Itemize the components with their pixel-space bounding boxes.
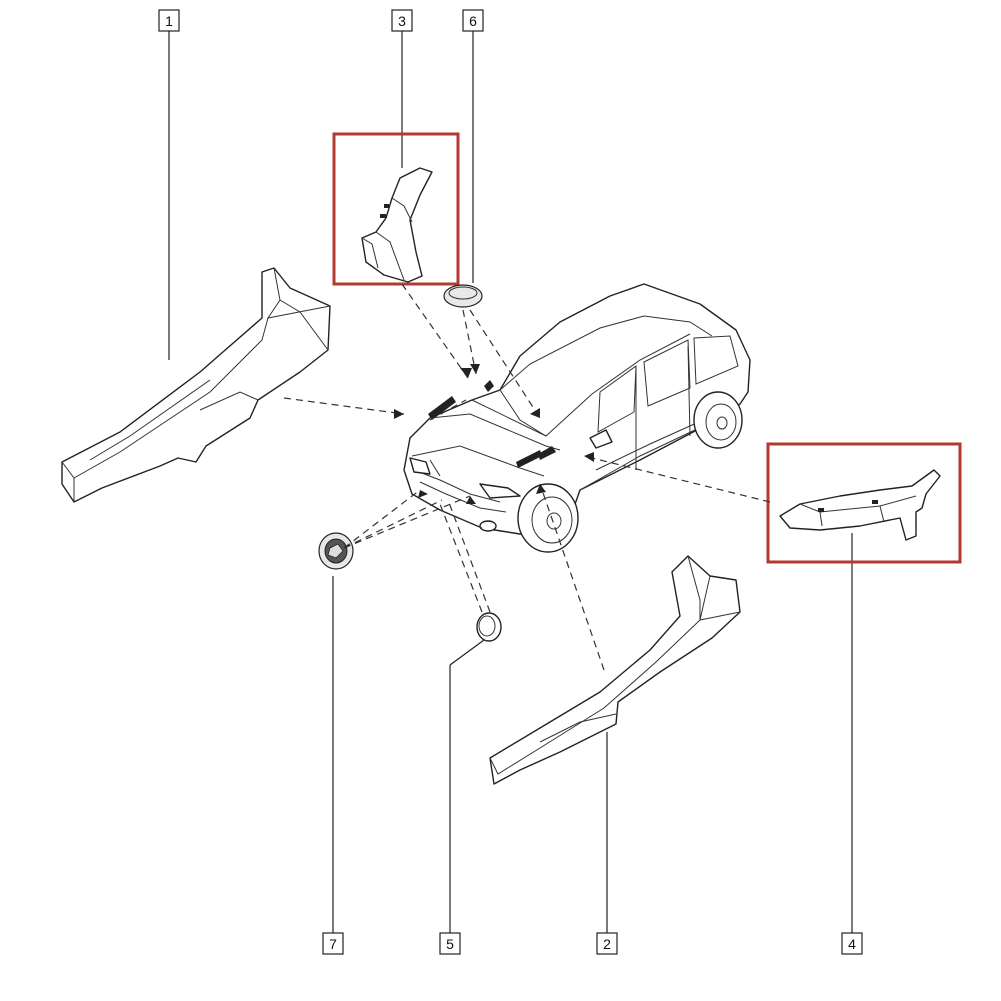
assembly-arrows	[394, 364, 594, 504]
part-5-round-plug	[476, 612, 502, 642]
callout-1: 1	[158, 9, 180, 360]
callout-7-label: 7	[329, 936, 337, 952]
part-3-pillar-trim	[361, 167, 433, 283]
assembly-lines	[283, 283, 771, 671]
callout-7: 7	[322, 576, 344, 955]
callout-1-label: 1	[165, 13, 173, 29]
highlight-box-part-4	[766, 442, 962, 564]
callout-4-label: 4	[848, 936, 856, 952]
highlight-box-part-3	[332, 132, 460, 286]
callout-6-label: 6	[469, 13, 477, 29]
callout-2-label: 2	[603, 936, 611, 952]
callout-2: 2	[596, 732, 618, 955]
vehicle-suv	[403, 283, 751, 553]
part-1-left-rail	[61, 267, 331, 503]
callout-5-label: 5	[446, 936, 454, 952]
callout-5: 5	[439, 639, 485, 955]
part-6-round-cap	[443, 284, 483, 308]
callout-3: 3	[391, 9, 413, 168]
part-7-emblem	[318, 532, 354, 570]
callout-4: 4	[841, 533, 863, 955]
callout-6: 6	[462, 9, 484, 283]
part-2-lower-rail	[489, 555, 741, 785]
part-4-side-bracket	[779, 469, 941, 541]
callout-3-label: 3	[398, 13, 406, 29]
